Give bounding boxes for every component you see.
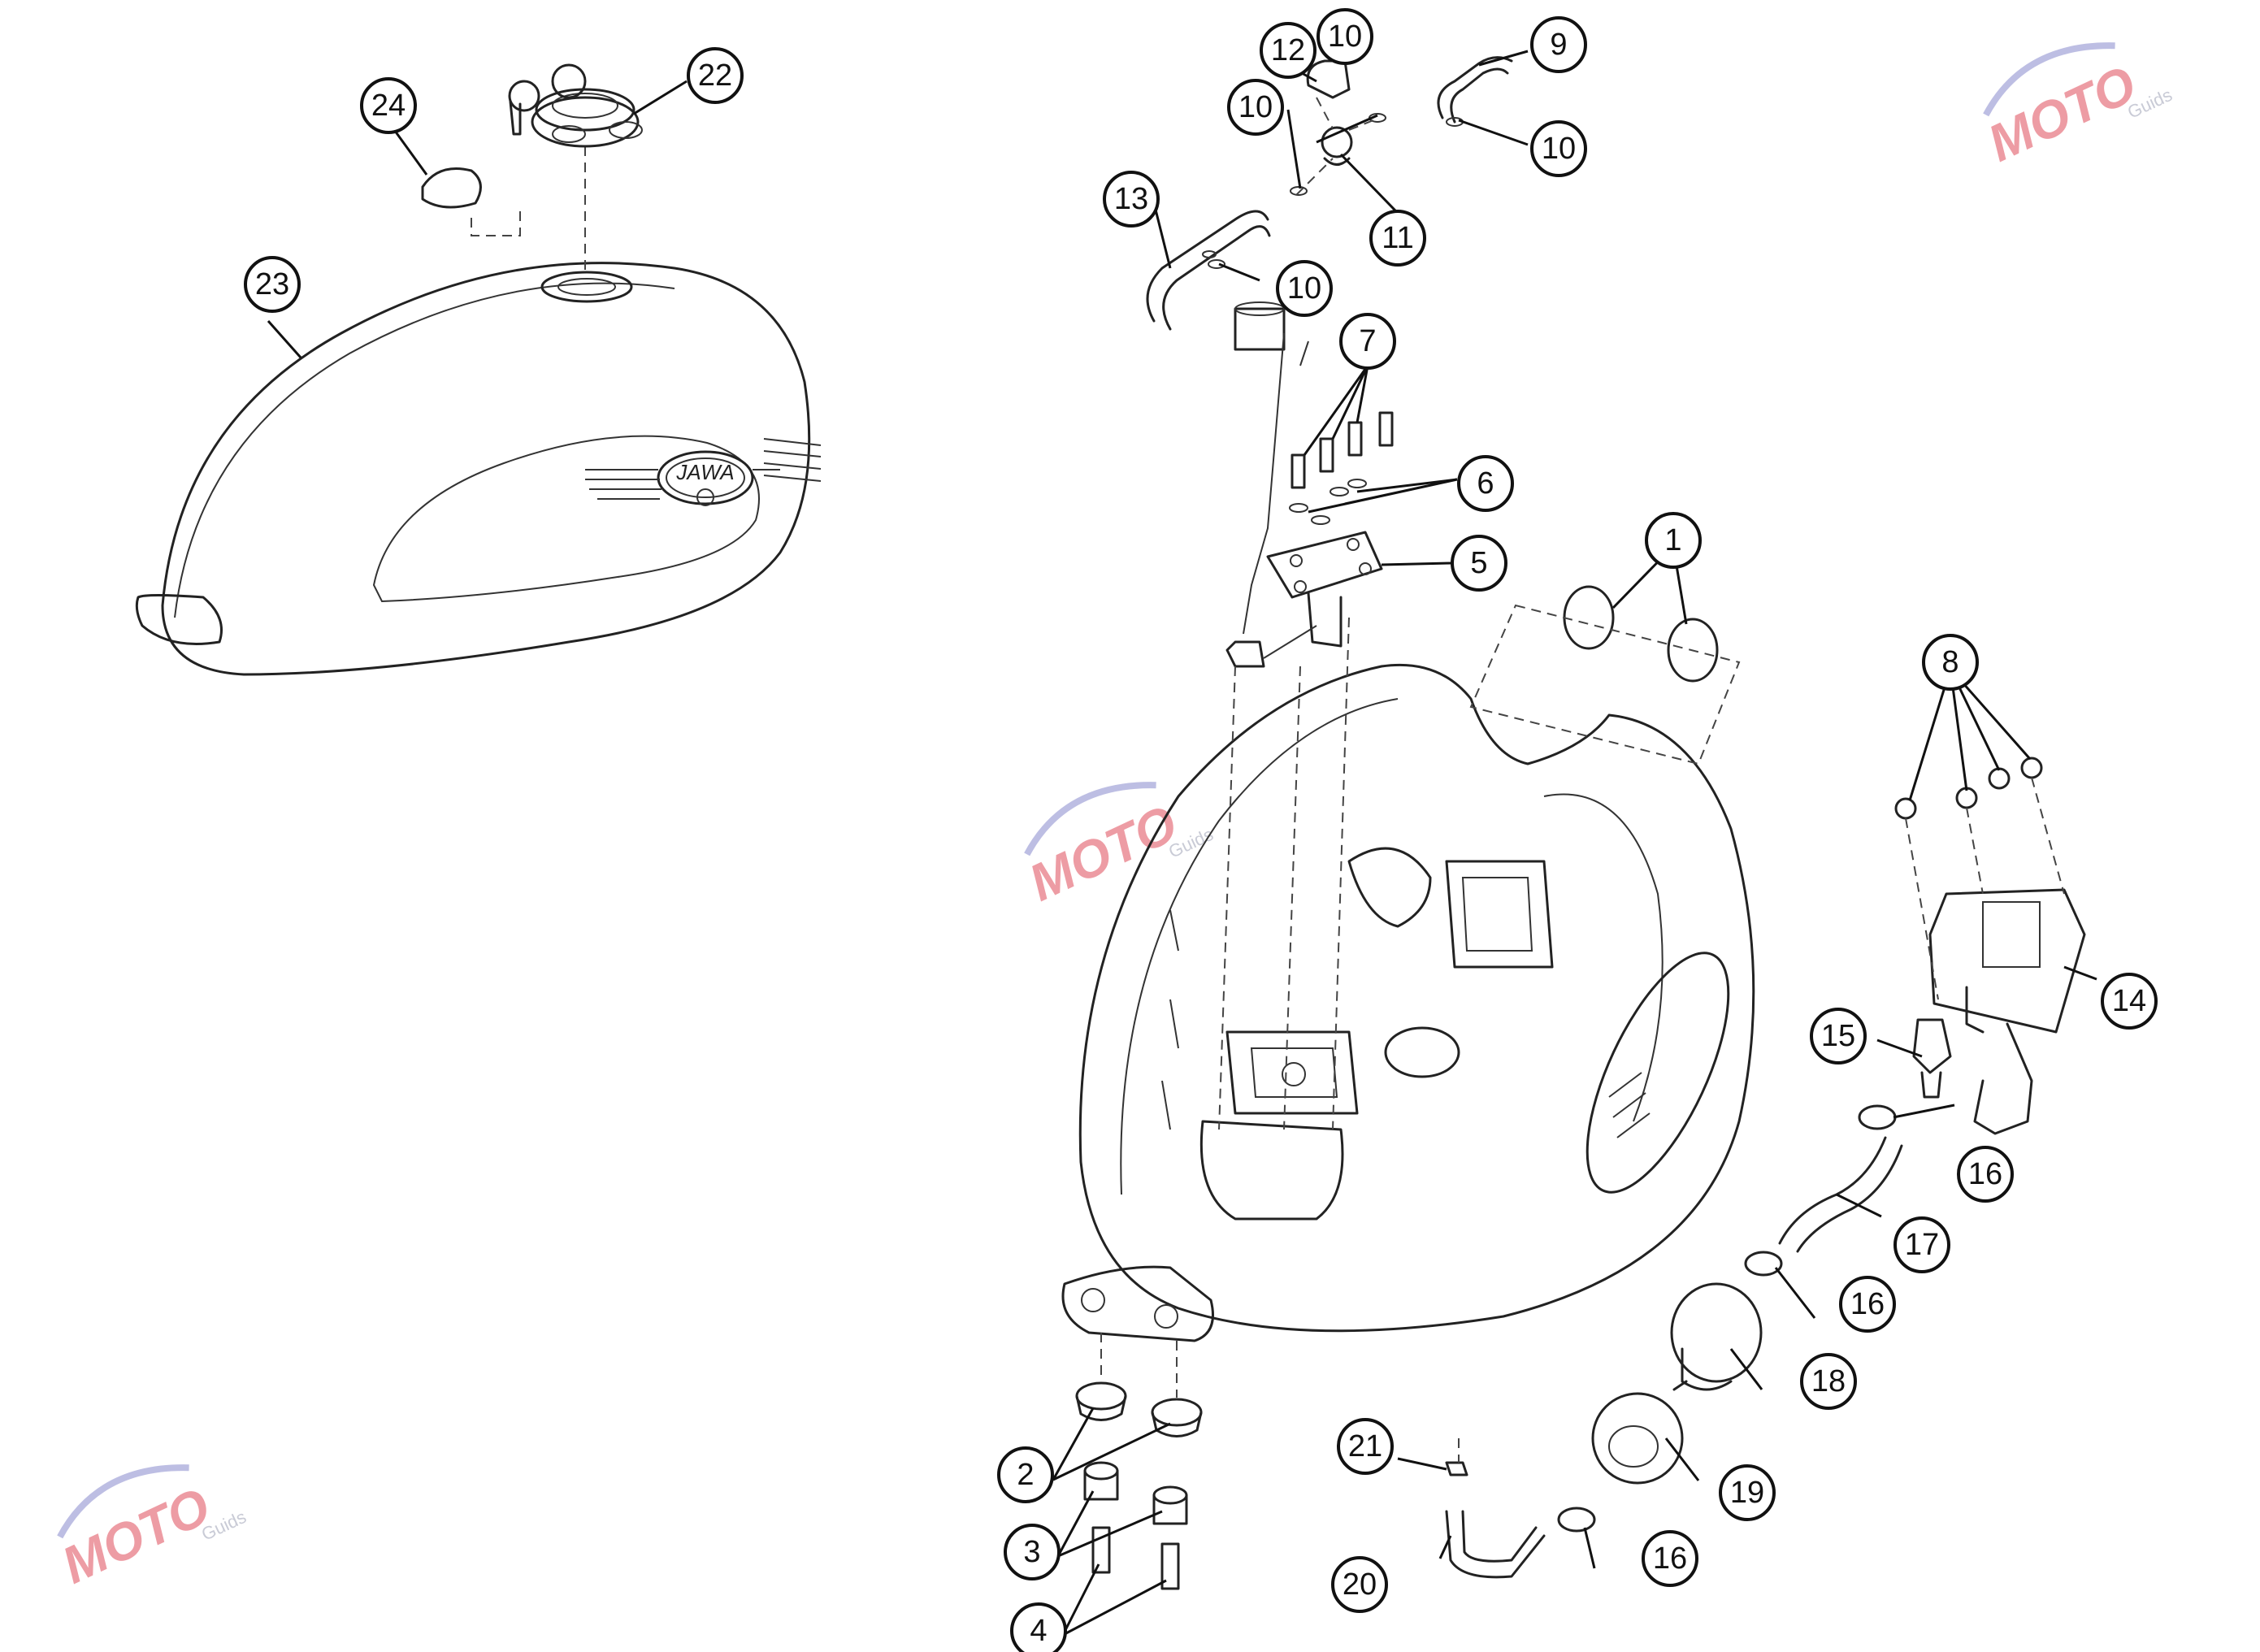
fuel-filter — [1670, 1282, 1763, 1391]
svg-text:3: 3 — [1023, 1535, 1040, 1569]
svg-text:14: 14 — [2112, 984, 2146, 1018]
svg-text:20: 20 — [1343, 1567, 1377, 1602]
svg-text:18: 18 — [1811, 1364, 1846, 1398]
svg-text:10: 10 — [1328, 20, 1362, 54]
fuel-tank-body-underside — [1061, 663, 1755, 1342]
fuel-cap — [508, 63, 643, 148]
callout-22: 22 — [687, 47, 744, 104]
jawa-emblem: JAWA — [585, 450, 780, 506]
svg-text:19: 19 — [1730, 1476, 1764, 1510]
svg-text:21: 21 — [1348, 1429, 1382, 1463]
callout-7: 7 — [1339, 313, 1396, 370]
callout-14: 14 — [2101, 973, 2158, 1030]
callout-16-c: 16 — [1642, 1530, 1698, 1587]
callout-1: 1 — [1645, 512, 1702, 569]
callout-23: 23 — [244, 256, 301, 313]
callout-24: 24 — [360, 77, 417, 134]
svg-text:8: 8 — [1941, 645, 1959, 679]
svg-text:23: 23 — [255, 267, 289, 301]
grommets-top — [1469, 585, 1741, 765]
svg-text:4: 4 — [1030, 1614, 1047, 1648]
callout-16-a: 16 — [1957, 1146, 2014, 1203]
callout-20: 20 — [1331, 1556, 1388, 1613]
callout-19: 19 — [1719, 1464, 1776, 1521]
callout-10-a: 10 — [1317, 8, 1373, 65]
svg-text:15: 15 — [1821, 1019, 1855, 1053]
svg-text:22: 22 — [698, 59, 732, 93]
svg-text:10: 10 — [1287, 271, 1321, 306]
callout-11: 11 — [1369, 210, 1426, 267]
callout-13: 13 — [1103, 171, 1160, 228]
bottom-mounting-parts — [1075, 1333, 1203, 1590]
svg-text:11: 11 — [1382, 221, 1413, 255]
callout-4: 4 — [1010, 1602, 1067, 1652]
callout-12: 12 — [1260, 22, 1317, 79]
fuel-level-sender — [1218, 301, 1383, 1130]
fuel-hose — [1778, 1136, 1903, 1253]
callout-17: 17 — [1893, 1216, 1950, 1273]
mounting-bracket — [1061, 1265, 1214, 1342]
svg-text:MOTO: MOTO — [1020, 794, 1185, 913]
callout-6: 6 — [1457, 455, 1514, 512]
svg-text:16: 16 — [1968, 1157, 2002, 1191]
callout-10-b: 10 — [1227, 79, 1284, 136]
svg-text:24: 24 — [371, 89, 406, 123]
svg-text:MOTO: MOTO — [53, 1476, 218, 1595]
svg-text:5: 5 — [1470, 546, 1487, 580]
callout-5: 5 — [1451, 535, 1507, 592]
svg-text:10: 10 — [1238, 90, 1273, 124]
svg-text:1: 1 — [1664, 523, 1681, 557]
quick-connector — [1912, 1018, 1952, 1099]
svg-text:10: 10 — [1542, 132, 1576, 166]
svg-text:6: 6 — [1477, 466, 1494, 501]
callout-16-b: 16 — [1839, 1276, 1896, 1333]
svg-text:16: 16 — [1850, 1287, 1885, 1321]
watermark-top-right: MOTO Guids — [1979, 42, 2175, 173]
leader-lines — [267, 50, 2097, 1637]
return-hose — [1445, 1438, 1546, 1579]
callout-3: 3 — [1004, 1524, 1061, 1580]
callout-10-c: 10 — [1530, 120, 1587, 177]
watermark-bottom-left: MOTO Guids — [53, 1464, 249, 1595]
filter-housing — [1591, 1392, 1684, 1485]
svg-text:MOTO: MOTO — [1979, 54, 2144, 173]
svg-text:7: 7 — [1359, 324, 1376, 358]
watermark-center: MOTO Guids — [1020, 782, 1217, 913]
svg-text:13: 13 — [1114, 182, 1148, 216]
svg-text:JAWA: JAWA — [675, 460, 734, 484]
callout-2: 2 — [997, 1446, 1054, 1503]
callout-18: 18 — [1800, 1353, 1857, 1410]
washers — [1289, 479, 1367, 525]
callout-9: 9 — [1530, 16, 1587, 73]
fuel-tank-shell: JAWA — [135, 146, 822, 676]
callout-8: 8 — [1922, 634, 1979, 691]
svg-text:2: 2 — [1017, 1458, 1034, 1492]
callout-21: 21 — [1337, 1418, 1394, 1475]
rubber-plug — [421, 167, 482, 209]
callout-10-d: 10 — [1276, 260, 1333, 317]
svg-text:12: 12 — [1271, 33, 1305, 67]
fuel-pump-assembly — [1894, 757, 2086, 1135]
callout-15: 15 — [1810, 1008, 1867, 1064]
svg-text:9: 9 — [1550, 28, 1567, 62]
svg-text:17: 17 — [1905, 1228, 1939, 1262]
svg-text:16: 16 — [1653, 1541, 1687, 1576]
